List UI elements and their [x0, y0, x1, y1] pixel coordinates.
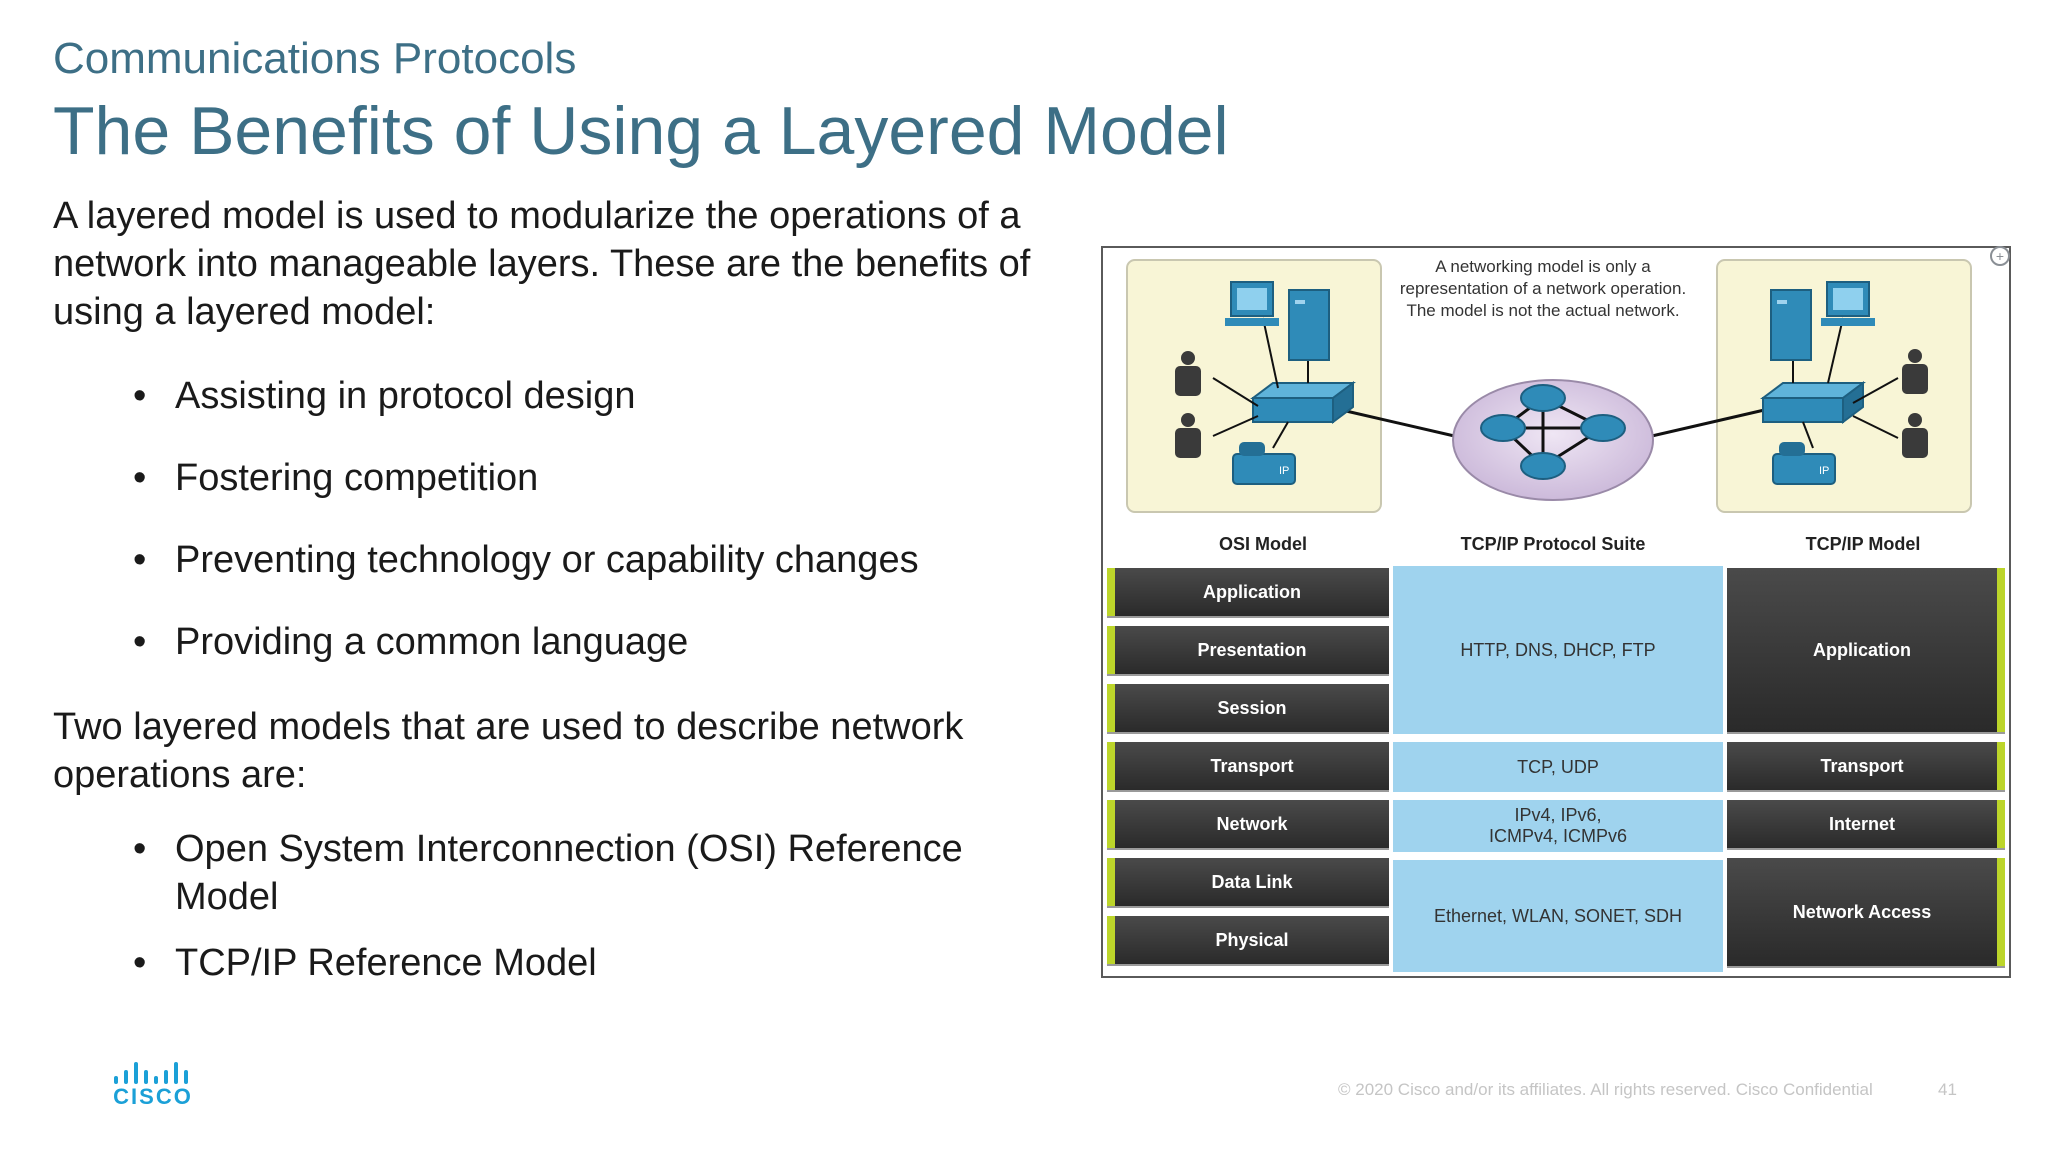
list-item: Open System Interconnection (OSI) Refere…	[130, 825, 1070, 921]
protocol-suite-heading: TCP/IP Protocol Suite	[1460, 534, 1646, 554]
models-paragraph: Two layered models that are used to desc…	[53, 706, 964, 796]
list-item: Providing a common language	[130, 618, 919, 666]
left-user-icon	[1175, 351, 1201, 458]
list-item: Preventing technology or capability chan…	[130, 536, 919, 584]
page-number: 41	[1938, 1080, 1957, 1099]
cisco-logo-text: CISCO	[113, 1084, 193, 1109]
list-item: TCP/IP Reference Model	[130, 939, 1070, 987]
right-pc-icon	[1821, 281, 1875, 326]
tcpip-layer-internet: Internet	[1727, 800, 2005, 848]
copyright-text: © 2020 Cisco and/or its affiliates. All …	[1338, 1080, 1873, 1099]
cisco-logo: CISCO	[112, 1062, 194, 1110]
models-list: Open System Interconnection (OSI) Refere…	[130, 825, 1070, 1005]
expand-icon[interactable]: +	[1990, 246, 2010, 266]
osi-layer-presentation: Presentation	[1107, 626, 1389, 674]
right-server-icon	[1770, 289, 1812, 361]
right-switch-icon	[1760, 381, 1866, 424]
left-switch-icon	[1250, 381, 1356, 424]
right-ip-phone-icon: IP	[1772, 442, 1836, 485]
list-item: Fostering competition	[130, 454, 919, 502]
page-title: The Benefits of Using a Layered Model	[53, 93, 1229, 169]
osi-layer-transport: Transport	[1107, 742, 1389, 790]
left-pc-icon	[1225, 281, 1279, 326]
layered-model-diagram: IP IP	[1101, 246, 2011, 978]
protocols-internet: IPv4, IPv6, ICMPv4, ICMPv6	[1393, 800, 1723, 852]
osi-layer-session: Session	[1107, 684, 1389, 732]
section-subtitle: Communications Protocols	[53, 34, 577, 83]
tcpip-model-heading: TCP/IP Model	[1805, 534, 1921, 554]
osi-layer-physical: Physical	[1107, 916, 1389, 964]
left-server-icon	[1288, 289, 1330, 361]
left-ip-phone-icon: IP	[1232, 442, 1296, 485]
ip-phone-label: IP	[1819, 465, 1829, 477]
osi-layer-application: Application	[1107, 568, 1389, 616]
osi-layer-data-link: Data Link	[1107, 858, 1389, 906]
tcpip-layer-transport: Transport	[1727, 742, 2005, 790]
list-item: Assisting in protocol design	[130, 372, 919, 420]
osi-layer-network: Network	[1107, 800, 1389, 848]
network-illustration: IP IP	[1126, 259, 1972, 513]
diagram-note: A networking model is only a representat…	[1399, 257, 1687, 320]
protocols-application: HTTP, DNS, DHCP, FTP	[1393, 566, 1723, 734]
tcpip-layer-application: Application	[1727, 568, 2005, 732]
ip-phone-label: IP	[1279, 465, 1289, 477]
benefits-list: Assisting in protocol design Fostering c…	[130, 372, 919, 700]
intro-paragraph: A layered model is used to modularize th…	[53, 195, 1031, 333]
right-user-icon	[1902, 349, 1928, 458]
osi-model-heading: OSI Model	[1218, 534, 1307, 554]
protocols-network-access: Ethernet, WLAN, SONET, SDH	[1393, 860, 1723, 972]
wan-cloud-icon	[1452, 379, 1654, 501]
protocols-transport: TCP, UDP	[1393, 742, 1723, 792]
router-icon	[1480, 384, 1626, 480]
tcpip-layer-network-access: Network Access	[1727, 858, 2005, 966]
